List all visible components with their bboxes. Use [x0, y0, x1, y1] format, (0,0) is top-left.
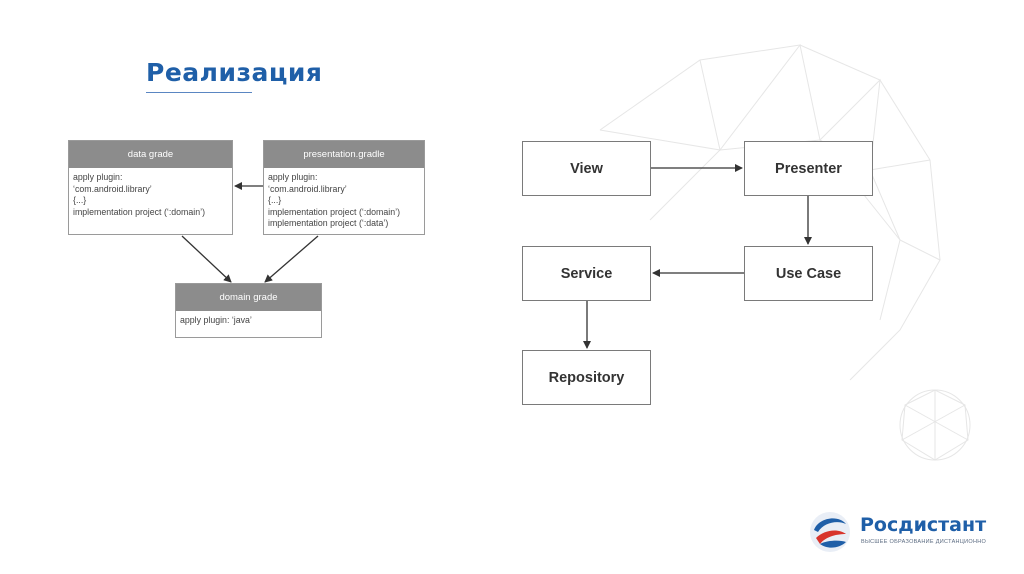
data-gradle-box: data grade apply plugin: ‘com.android.li…	[68, 140, 233, 235]
data-gradle-header: data grade	[69, 141, 232, 168]
repository-box: Repository	[522, 350, 651, 405]
title-underline	[146, 92, 252, 93]
presentation-gradle-line: implementation project (‘:domain’)	[268, 206, 401, 217]
view-box: View	[522, 141, 651, 196]
rosdistant-logo: Росдистант ВЫСШЕЕ ОБРАЗОВАНИЕ ДИСТАНЦИОН…	[808, 510, 998, 556]
presentation-gradle-header: presentation.gradle	[264, 141, 424, 168]
domain-gradle-box: domain grade apply plugin: ‘java’	[175, 283, 322, 338]
data-gradle-line: implementation project (‘:domain’)	[73, 206, 206, 217]
presentation-gradle-line: implementation project (‘:data’)	[268, 218, 389, 228]
use-case-box: Use Case	[744, 246, 873, 301]
logo-name: Росдистант	[860, 514, 987, 536]
domain-gradle-line: apply plugin: ‘java’	[180, 315, 252, 325]
domain-gradle-header: domain grade	[176, 284, 321, 311]
logo-tagline: ВЫСШЕЕ ОБРАЗОВАНИЕ ДИСТАНЦИОННО	[861, 539, 987, 545]
service-box: Service	[522, 246, 651, 301]
slide-title: Реализация	[146, 58, 323, 87]
presentation-gradle-line: apply plugin:	[268, 172, 318, 182]
presenter-box: Presenter	[744, 141, 873, 196]
presentation-gradle-box: presentation.gradle apply plugin: ‘com.a…	[263, 140, 425, 235]
logo-emblem-icon	[810, 512, 850, 552]
data-gradle-line: {...}	[73, 195, 87, 205]
presentation-gradle-line: {...}	[268, 195, 282, 205]
data-gradle-line: ‘com.android.library’	[73, 183, 152, 194]
presentation-gradle-line: ‘com.android.library’	[268, 183, 347, 194]
data-gradle-line: apply plugin:	[73, 172, 123, 182]
